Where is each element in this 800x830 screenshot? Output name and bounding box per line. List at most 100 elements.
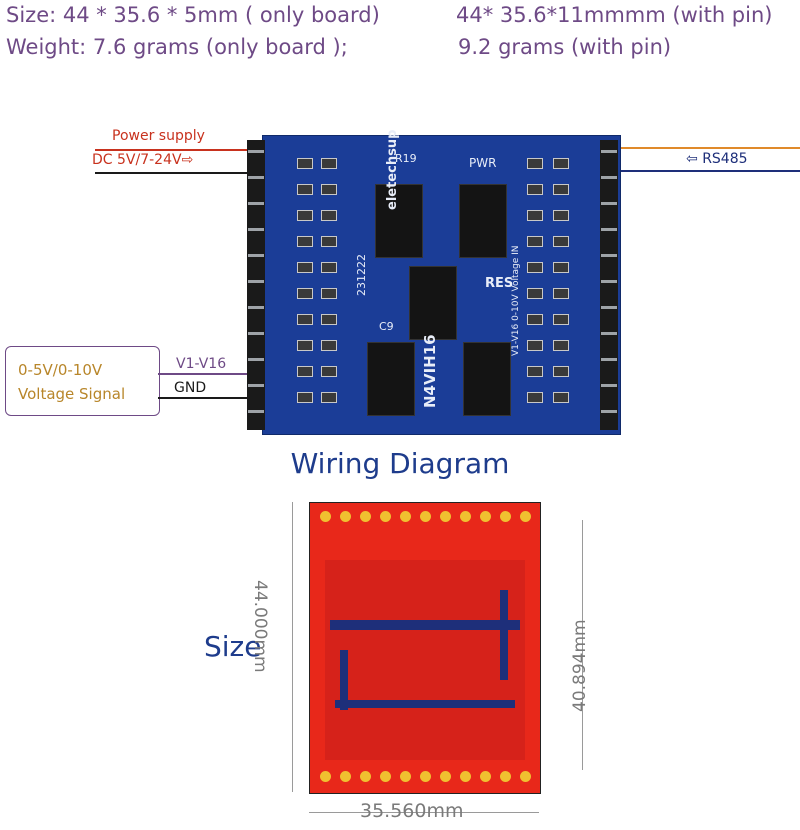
pcb-pad [380,771,391,782]
silk-voltage-in: V1-V16 0-10V Voltage IN [511,245,521,356]
chip-u2 [459,184,507,258]
header-pin [601,254,617,257]
silk-r19: R19 [395,152,417,165]
rs485-a-wire [620,147,800,149]
wiring-diagram-title: Wiring Diagram [290,447,510,480]
smd-resistor [297,184,313,195]
header-pin [248,176,264,179]
pcb-inner-area [325,560,525,760]
smd-resistor [297,236,313,247]
pcb-pad [360,511,371,522]
silk-date: 231222 [355,254,368,296]
smd-resistor [527,184,543,195]
header-pin [248,306,264,309]
height-dim-label: 44.000mm [250,580,270,673]
smd-resistor [553,262,569,273]
silk-brand: eletechsup [385,129,400,210]
left-pin-header [247,140,265,430]
header-pin [601,410,617,413]
gnd-signal-wire [158,397,260,399]
smd-resistor [321,210,337,221]
header-pin [601,202,617,205]
smd-resistor [297,392,313,403]
pcb-pad [500,511,511,522]
pcb-pad [480,511,491,522]
header-pin [248,280,264,283]
silk-model: N4VIH16 [421,334,439,408]
silk-c9: C9 [379,320,394,333]
pcb-pad [520,771,531,782]
power-wire [95,149,260,151]
chip-u4 [463,342,511,416]
pcb-pad [320,771,331,782]
pcb-pad [440,511,451,522]
pcb-pad [520,511,531,522]
pcb-pad [460,511,471,522]
right-pin-header [600,140,618,430]
header-pin [248,202,264,205]
arrow-left-icon: ⇦ [686,151,698,167]
width-dim-line [309,812,539,813]
pcb-pad [460,771,471,782]
smd-resistor [321,366,337,377]
dc-voltage-label: DC 5V/7-24V⇨ [92,152,194,168]
smd-resistor [297,366,313,377]
smd-resistor [553,340,569,351]
smd-resistor [527,288,543,299]
v1-v16-label: V1-V16 [176,356,227,372]
height-dim-line [292,502,293,792]
smd-resistor [297,158,313,169]
pcb-pad [320,511,331,522]
signal-range: 0-5V/0-10V [18,361,103,379]
pcb-pad [420,511,431,522]
smd-resistor [553,158,569,169]
smd-resistor [527,340,543,351]
smd-resistor [321,184,337,195]
ground-wire [95,172,260,174]
pcb-trace-4 [500,590,508,680]
smd-resistor [321,340,337,351]
size-board-spec: Size: 44 * 35.6 * 5mm ( only board) [6,3,380,27]
chip-u3 [367,342,415,416]
pcb-pad [380,511,391,522]
pcb-pad [500,771,511,782]
pcb-trace-3 [340,650,348,710]
size-title: Size [204,630,262,663]
smd-resistor [297,340,313,351]
pcb-pad [400,771,411,782]
inner-height-dim-line [582,520,583,770]
silk-res: RES [485,276,514,291]
arrow-right-icon: ⇨ [181,152,194,168]
smd-resistor [321,262,337,273]
header-pin [248,228,264,231]
pcb-pad [400,511,411,522]
rs485-label: ⇦ RS485 [686,151,748,167]
width-dim-label: 35.560mm [360,800,464,822]
smd-resistor [321,236,337,247]
weight-board-spec: Weight: 7.6 grams (only board ); [6,35,348,59]
smd-resistor [527,236,543,247]
pcb-pad [340,771,351,782]
smd-resistor [297,210,313,221]
smd-resistor [553,210,569,221]
weight-pin-spec: 9.2 grams (with pin) [458,35,672,59]
smd-resistor [527,392,543,403]
header-pin [248,150,264,153]
rs485-b-wire [620,170,800,172]
inner-height-dim-label: 40.894mm [570,619,590,712]
pcb-pad [440,771,451,782]
chip-mcu [409,266,457,340]
smd-resistor [321,392,337,403]
signal-wire [158,373,260,375]
smd-resistor [553,236,569,247]
smd-resistor [527,314,543,325]
smd-resistor [553,392,569,403]
pcb-trace-1 [330,620,520,630]
smd-resistor [553,366,569,377]
smd-resistor [527,158,543,169]
smd-resistor [527,366,543,377]
signal-type: Voltage Signal [18,385,126,403]
smd-resistor [527,262,543,273]
gnd-label: GND [174,380,207,396]
header-pin [601,176,617,179]
